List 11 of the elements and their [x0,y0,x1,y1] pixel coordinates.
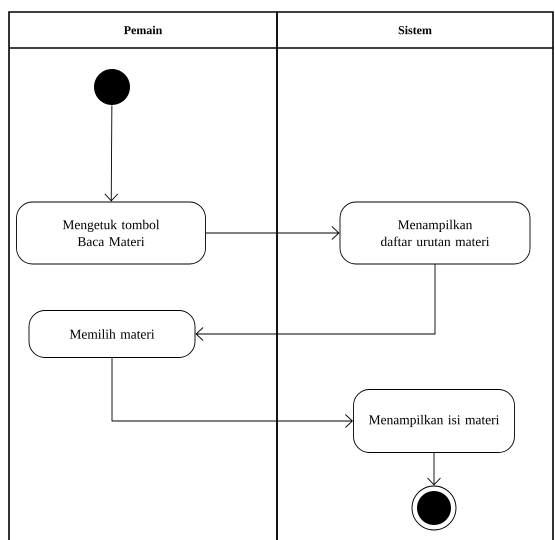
action-box: Menampilkan isi materi [353,389,515,453]
arrow [427,452,441,486]
arrow [195,264,436,341]
arrow [104,105,118,202]
end-node [412,486,456,530]
arrow [206,226,340,240]
start-node [94,69,130,105]
action-box: Mengetuk tombol Baca Materi [16,202,206,264]
arrow [112,358,354,428]
action-box: Menampilkan daftar urutan materi [340,202,530,264]
action-box: Memilih materi [28,310,196,358]
